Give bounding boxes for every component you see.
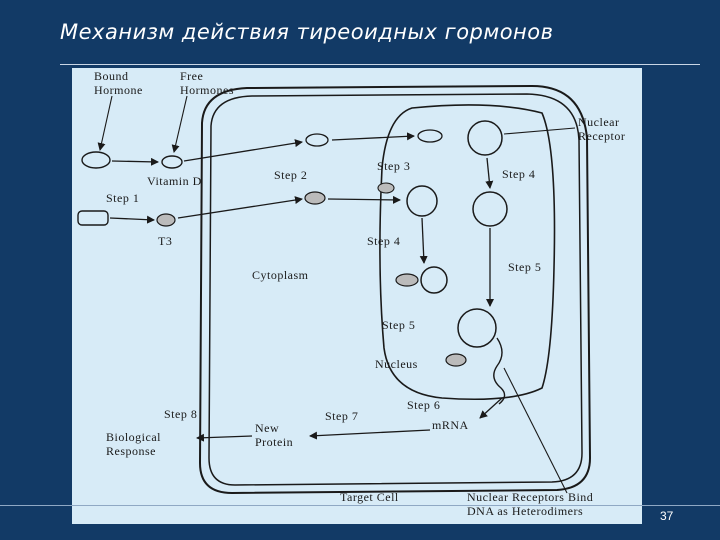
footer-divider	[0, 505, 720, 506]
arrow-step2-entry	[183, 139, 303, 162]
label-nucleus: Nucleus	[375, 357, 418, 371]
label-t3: T3	[158, 234, 172, 248]
label-free-hormones-1: Free	[180, 69, 203, 83]
slide-title: Механизм действия тиреоидных гормонов	[60, 20, 554, 44]
arrow-t3-entry	[109, 215, 155, 224]
label-bound-hormone-2: Hormone	[94, 83, 143, 97]
dna-strand	[493, 337, 506, 405]
receptor-complex-d	[457, 308, 497, 348]
title-divider	[60, 64, 700, 65]
label-heterodimers-1: Nuclear Receptors Bind	[467, 490, 593, 504]
arrow-free-hormone-label	[171, 95, 188, 153]
hormone-mechanism-figure: Bound Hormone Free Hormones Vitamin D St…	[72, 68, 642, 524]
receptor-complex-a	[406, 185, 438, 217]
arrow-step1	[177, 196, 303, 219]
label-nuclear-receptor-2: Receptor	[578, 129, 625, 143]
t3-shape	[156, 213, 176, 227]
label-cytoplasm: Cytoplasm	[252, 268, 309, 282]
arrow-step4-left	[419, 217, 428, 264]
label-vitamin-d: Vitamin D	[147, 174, 202, 188]
label-bound-hormone-1: Bound	[94, 69, 129, 83]
cell-membrane-outer	[198, 84, 592, 495]
label-new-protein-1: New	[255, 421, 279, 435]
arrow-step4-nucleus	[485, 157, 494, 189]
cell-membrane-inner	[208, 93, 583, 486]
label-bio-response-1: Biological	[106, 430, 161, 444]
label-new-protein-2: Protein	[255, 435, 293, 449]
arrow-step6	[479, 397, 503, 419]
nucleus-hormone-c	[395, 273, 419, 287]
receptor-complex-b	[472, 191, 508, 227]
bound-t3-shape	[77, 210, 109, 226]
nucleus-hormone-d	[445, 353, 467, 367]
nucleus-hormone-a	[417, 129, 443, 143]
page-number: 37	[660, 509, 674, 523]
label-nuclear-receptor-1: Nuclear	[578, 115, 619, 129]
label-step5-right: Step 5	[508, 260, 541, 274]
label-step2: Step 2	[274, 168, 307, 182]
cytoplasm-hormone-a	[305, 133, 329, 147]
arrow-bound-free	[111, 157, 159, 166]
arrow-cytoplasm-nucleus	[327, 195, 401, 204]
arrow-heterodimer-pointer	[503, 367, 568, 494]
label-target-cell: Target Cell	[340, 490, 399, 504]
arrow-step3	[331, 132, 415, 141]
arrow-bound-hormone-label	[97, 95, 113, 151]
label-heterodimers-2: DNA as Heterodimers	[467, 504, 583, 518]
nuclear-receptor-shape	[467, 120, 503, 156]
bound-hormone-shape	[81, 151, 111, 169]
arrow-step7	[309, 429, 431, 440]
nucleus-hormone-b	[377, 182, 395, 194]
receptor-complex-c	[420, 266, 448, 294]
label-mrna: mRNA	[432, 418, 469, 432]
label-step7: Step 7	[325, 409, 358, 423]
label-free-hormones-2: Hormones	[180, 83, 234, 97]
label-step1: Step 1	[106, 191, 139, 205]
label-step8: Step 8	[164, 407, 197, 421]
arrow-receptor-pointer	[503, 127, 576, 135]
nucleus-outline	[379, 104, 556, 401]
label-step4-left: Step 4	[367, 234, 400, 248]
label-step3: Step 3	[377, 159, 410, 173]
label-bio-response-2: Response	[106, 444, 156, 458]
label-step5-left: Step 5	[382, 318, 415, 332]
free-hormone-shape	[161, 155, 183, 169]
arrow-step8	[196, 433, 253, 442]
diagram-canvas: Bound Hormone Free Hormones Vitamin D St…	[77, 69, 625, 518]
label-step6: Step 6	[407, 398, 440, 412]
cytoplasm-hormone-b	[304, 191, 326, 205]
label-step4-right: Step 4	[502, 167, 535, 181]
